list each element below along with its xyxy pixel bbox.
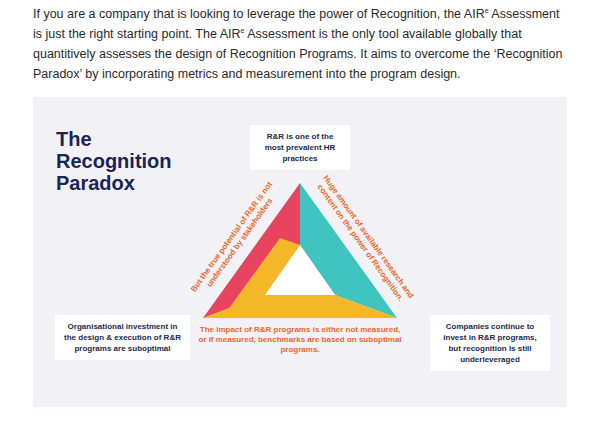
intro-text: If you are a company that is looking to …	[33, 7, 485, 21]
box-text: Companies continue to invest in R&R prog…	[438, 321, 542, 365]
box-text: Organisational investment in the design …	[63, 321, 182, 354]
text-box: Companies continue to invest in R&R prog…	[430, 315, 550, 371]
diagram-title: The Recognition Paradox	[56, 128, 196, 194]
triangle-hole	[265, 245, 335, 295]
superscript: e	[485, 7, 489, 14]
box-text: R&R is one of the most prevalent HR prac…	[258, 131, 342, 164]
text-box: Organisational investment in the design …	[55, 315, 190, 360]
annotation-text: The impact of R&R programs is either not…	[195, 325, 405, 355]
text-box: R&R is one of the most prevalent HR prac…	[250, 125, 350, 170]
superscript: e	[241, 27, 245, 34]
intro-paragraph: If you are a company that is looking to …	[33, 4, 567, 84]
